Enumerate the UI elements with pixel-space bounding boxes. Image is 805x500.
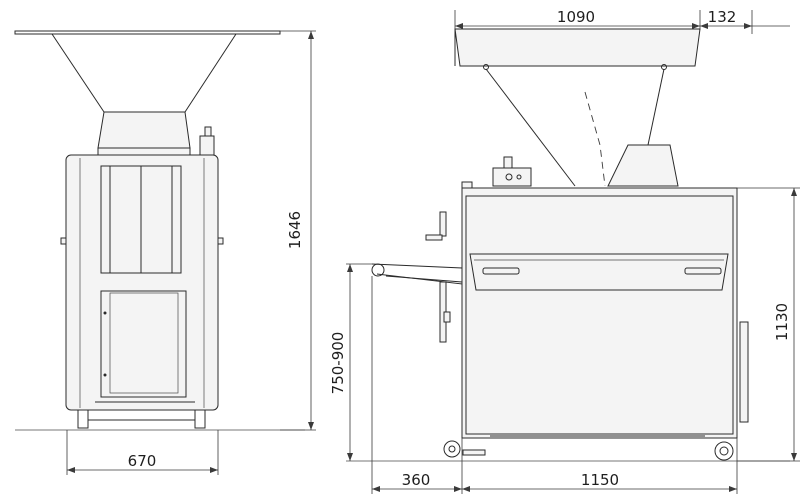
caster-front xyxy=(443,440,461,458)
front-lower-cabinet xyxy=(100,290,187,398)
dimension-side-height: 1130 xyxy=(773,303,791,341)
dimension-table-depth: 360 xyxy=(402,471,431,489)
front-hopper-head xyxy=(97,111,191,149)
side-hopper-tray xyxy=(454,28,701,67)
caster-rear xyxy=(714,441,734,461)
side-view: 1090 132 1130 750-900 360 1150 xyxy=(329,8,800,494)
front-body xyxy=(65,154,219,411)
dimension-hopper-width: 1090 xyxy=(557,8,595,26)
dimension-table-height: 750-900 xyxy=(329,332,347,395)
side-front-plate xyxy=(469,253,729,291)
front-view: 670 1646 xyxy=(14,30,316,475)
dimension-front-width: 670 xyxy=(128,452,157,470)
dimension-front-height: 1646 xyxy=(286,211,304,249)
side-hopper-head xyxy=(607,144,679,187)
side-body xyxy=(461,187,738,439)
front-hopper-tray xyxy=(14,30,281,35)
dimension-side-depth: 1150 xyxy=(581,471,619,489)
dimension-hopper-offset: 132 xyxy=(708,8,737,26)
